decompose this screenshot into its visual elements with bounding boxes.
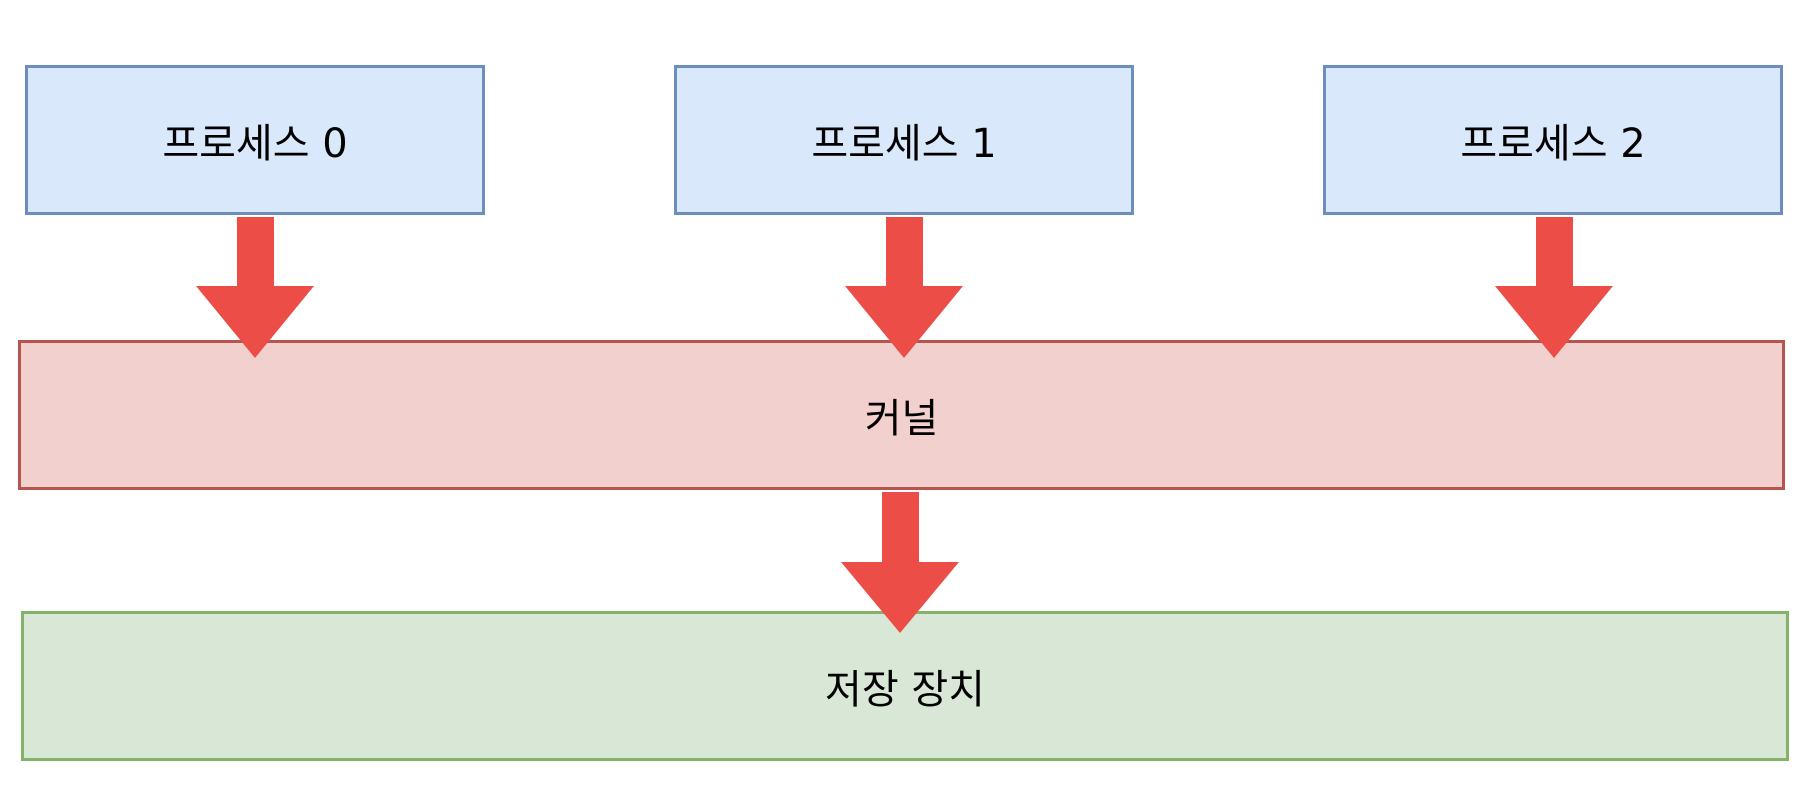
process-0-box: 프로세스 0 bbox=[25, 65, 485, 215]
arrow-process-2-to-kernel bbox=[1495, 217, 1613, 358]
process-0-label: 프로세스 0 bbox=[162, 121, 348, 167]
process-1-label: 프로세스 1 bbox=[811, 121, 997, 167]
storage-label: 저장 장치 bbox=[825, 667, 985, 713]
process-2-box: 프로세스 2 bbox=[1323, 65, 1783, 215]
kernel-box: 커널 bbox=[18, 340, 1785, 490]
storage-box: 저장 장치 bbox=[21, 611, 1789, 761]
arrow-process-0-to-kernel bbox=[196, 217, 314, 358]
kernel-label: 커널 bbox=[864, 396, 939, 442]
process-1-box: 프로세스 1 bbox=[674, 65, 1134, 215]
arrow-process-1-to-kernel bbox=[845, 217, 963, 358]
process-2-label: 프로세스 2 bbox=[1460, 121, 1646, 167]
